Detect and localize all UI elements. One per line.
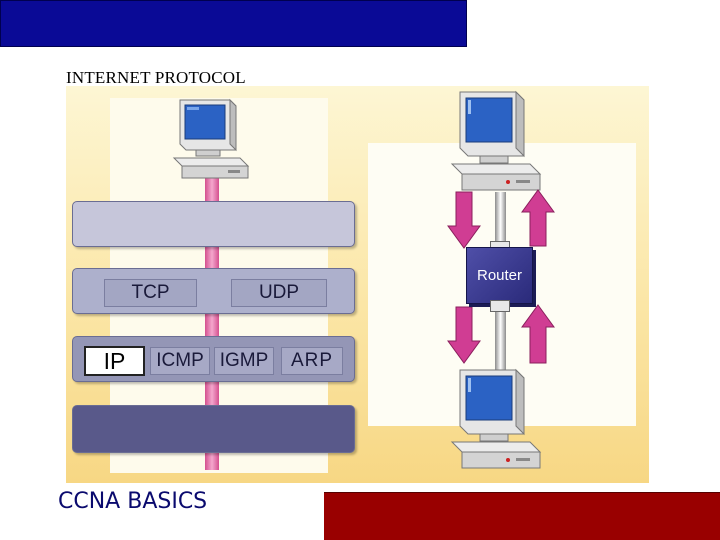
router: Router: [466, 247, 533, 304]
top-banner: [0, 0, 467, 47]
computer-icon: [450, 90, 542, 191]
application-layer: [72, 201, 355, 247]
tcp-protocol: TCP: [104, 279, 197, 307]
computer-icon: [450, 368, 542, 469]
bottom-banner: [324, 492, 720, 540]
network-access-layer: [72, 405, 355, 453]
arrow-icon: [447, 191, 481, 249]
computer-icon: [172, 98, 250, 179]
stack-pipe: [205, 175, 219, 470]
ip-protocol: IP: [84, 346, 145, 376]
arrow-icon: [521, 304, 555, 364]
igmp-protocol: IGMP: [214, 347, 274, 375]
arrow-icon: [521, 189, 555, 247]
arrow-icon: [447, 306, 481, 364]
router-port-bottom: [490, 300, 510, 312]
icmp-protocol: ICMP: [150, 347, 210, 375]
arp-protocol: ARP: [281, 347, 343, 375]
footer-title: CCNA BASICS: [58, 489, 208, 514]
udp-protocol: UDP: [231, 279, 327, 307]
slide-title: INTERNET PROTOCOL: [66, 68, 246, 87]
